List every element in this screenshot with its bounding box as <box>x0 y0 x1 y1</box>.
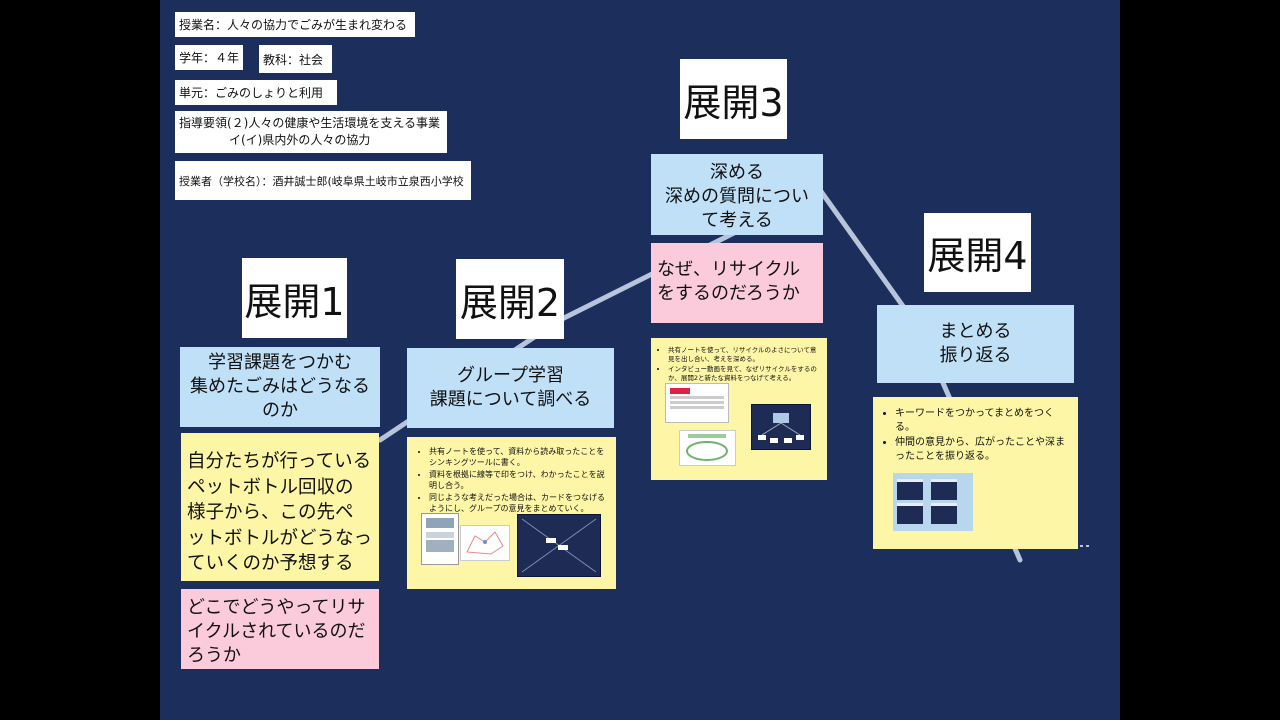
summary-cards-thumbnail <box>893 473 973 531</box>
phase-1-question: どこでどうやってリサ イクルされているのだ ろうか <box>181 589 379 669</box>
lesson-name-label: 授業名：人々の協力でごみが生まれ変わる <box>175 12 415 37</box>
grade-label: 学年：４年 <box>175 45 243 70</box>
note-item: キーワードをつかってまとめをつくる。 <box>895 407 1072 435</box>
note-item: インタビュー動画を見て、なぜリサイクルをするのか、展開2と新たな資料をつなげて考… <box>668 365 821 383</box>
subject-label: 教科：社会 <box>259 45 332 73</box>
phase-2-goal: グループ学習 課題について調べる <box>407 348 614 428</box>
document-thumbnail <box>421 513 459 565</box>
phase-3-question: なぜ、リサイクル をするのだろうか <box>651 243 823 323</box>
phase-2-notes-card: 共有ノートを使って、資料から読み取ったことをシンキングツールに書く。 資料を根拠… <box>407 437 616 589</box>
slide-canvas: 授業名：人々の協力でごみが生まれ変わる 学年：４年 教科：社会 単元：ごみのしょ… <box>160 0 1120 720</box>
phase-1-title: 展開1 <box>242 258 347 338</box>
phase-4-notes-card: キーワードをつかってまとめをつくる。 仲間の意見から、広がったことや深まったこと… <box>873 397 1078 549</box>
note-item: 同じような考えだった場合は、カードをつなげるようにし、グループの意見をまとめてい… <box>429 492 610 514</box>
map-thumbnail <box>460 525 510 561</box>
phase-1-goal: 学習課題をつかむ 集めたごみはどうなる のか <box>180 347 380 427</box>
phase-3-notes: 共有ノートを使って、リサイクルのよさについて意見を出し合い、考えを深める。 イン… <box>657 346 821 383</box>
note-item: 共有ノートを使って、資料から読み取ったことをシンキングツールに書く。 <box>429 446 610 468</box>
note-item: 仲間の意見から、広がったことや深まったことを振り返る。 <box>895 436 1072 464</box>
phase-4-notes: キーワードをつかってまとめをつくる。 仲間の意見から、広がったことや深まったこと… <box>879 407 1072 464</box>
interview-video-thumbnail <box>665 383 729 423</box>
teacher-label: 授業者（学校名）：酒井誠士郎(岐阜県土岐市立泉西小学校 <box>175 161 471 200</box>
phase-2-title: 展開2 <box>456 259 564 339</box>
phase-3-goal: 深める 深めの質問につい て考える <box>651 154 823 235</box>
phase-4-title: 展開4 <box>924 213 1031 292</box>
note-item: 共有ノートを使って、リサイクルのよさについて意見を出し合い、考えを深める。 <box>668 346 821 364</box>
unit-label: 単元：ごみのしょりと利用 <box>175 80 337 105</box>
guideline-line-2: イ(イ)県内外の人々の協力 <box>229 133 371 147</box>
thinking-tool-thumbnail <box>517 514 601 577</box>
thinking-tool-thumbnail <box>751 404 811 450</box>
guideline-line-1: 指導要領(２)人々の健康や生活環境を支える事業 <box>179 116 441 130</box>
phase-3-title: 展開3 <box>680 59 787 139</box>
recycle-flow-thumbnail <box>679 430 736 466</box>
phase-2-notes: 共有ノートを使って、資料から読み取ったことをシンキングツールに書く。 資料を根拠… <box>415 446 610 514</box>
phase-1-detail: 自分たちが行っている ペットボトル回収の 様子から、この先ペ ットボトルがどうな… <box>181 433 379 581</box>
phase-4-goal: まとめる 振り返る <box>877 305 1074 383</box>
guideline-box: 指導要領(２)人々の健康や生活環境を支える事業 イ(イ)県内外の人々の協力 <box>175 111 447 153</box>
note-item: 資料を根拠に線等で印をつけ、わかったことを説明し合う。 <box>429 469 610 491</box>
phase-3-notes-card: 共有ノートを使って、リサイクルのよさについて意見を出し合い、考えを深める。 イン… <box>651 338 827 480</box>
